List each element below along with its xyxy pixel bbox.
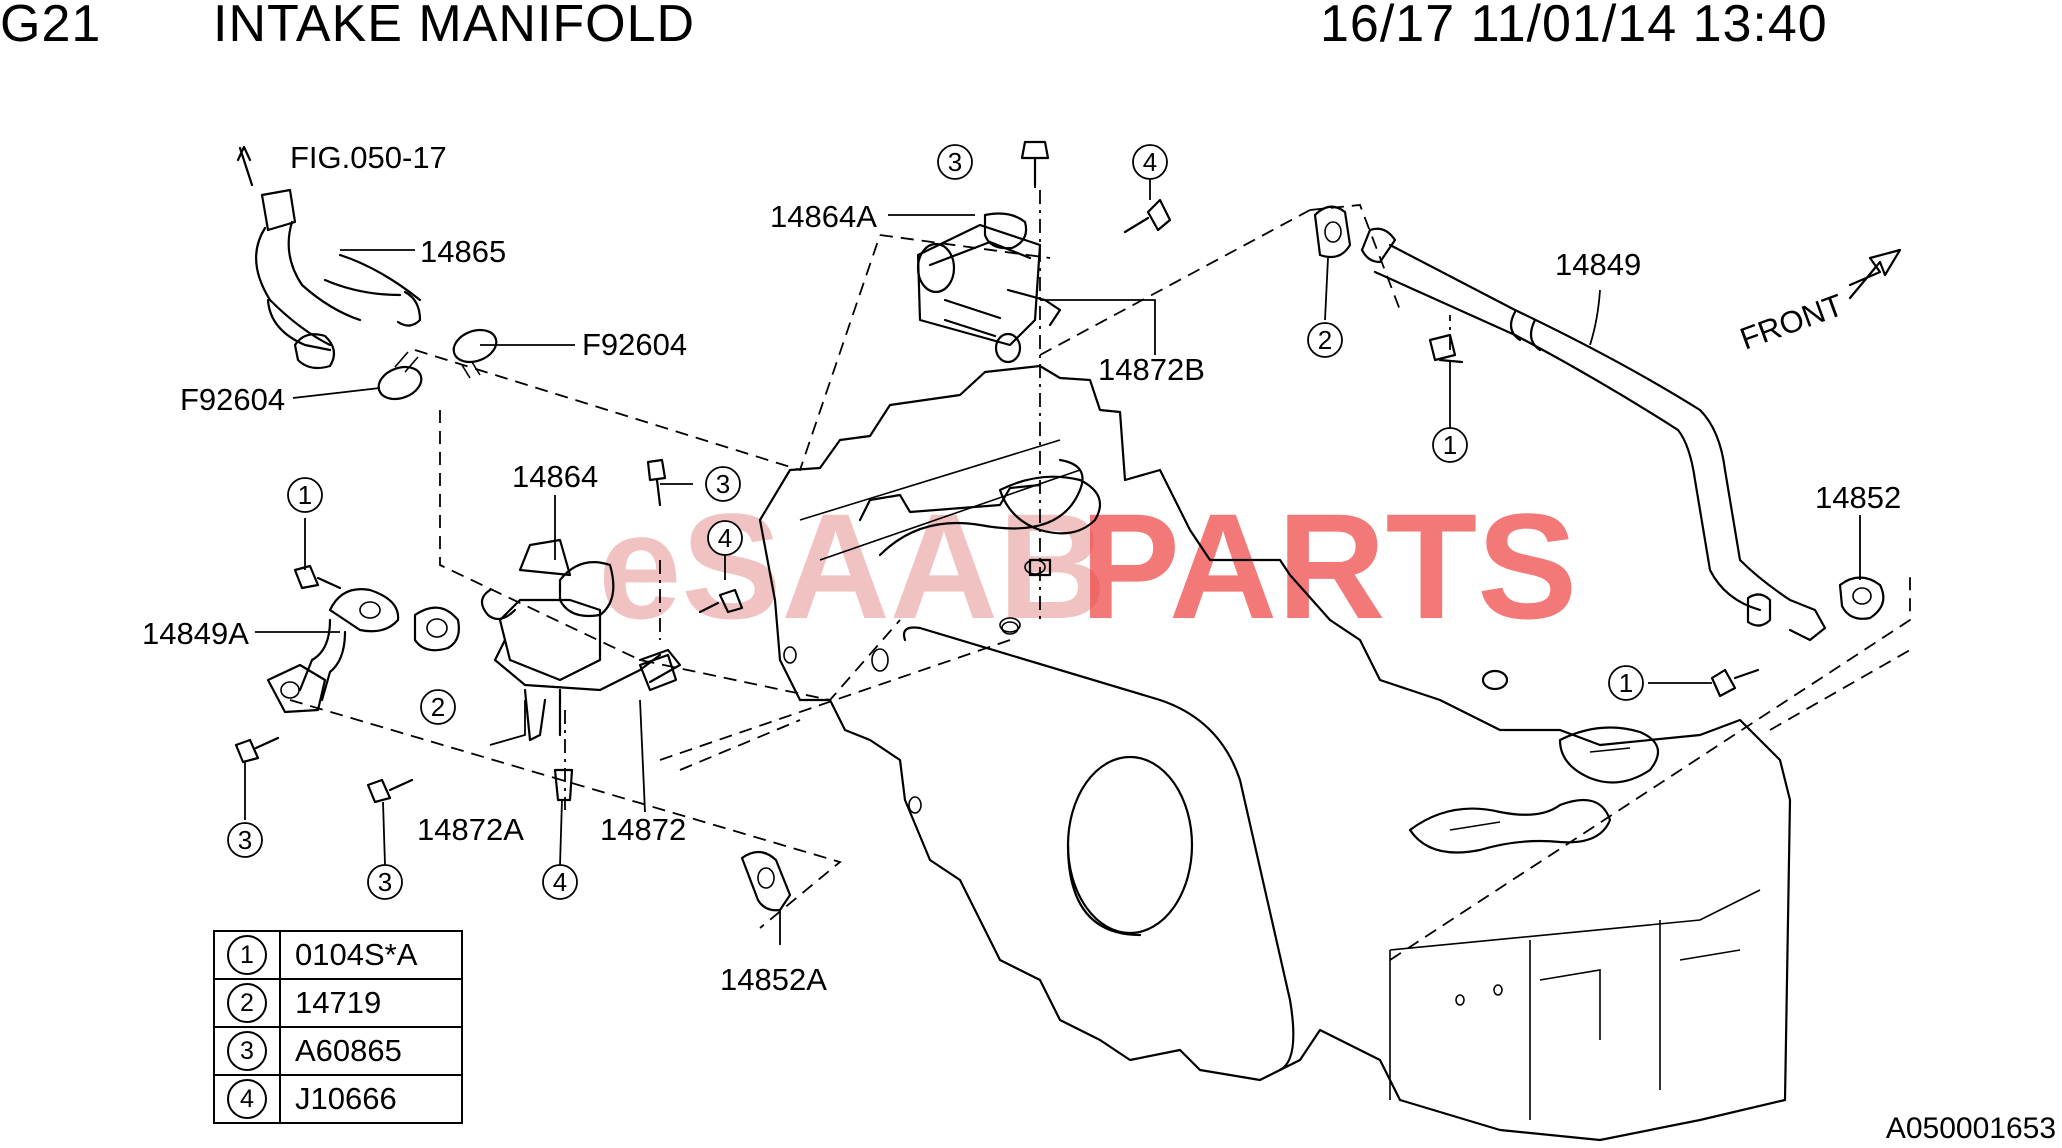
fastener-legend-table: 1 0104S*A 2 14719 3 A60865 4 J10666: [213, 930, 463, 1124]
callout-4-mid: 4: [707, 520, 743, 556]
callout-4-top: 4: [1132, 144, 1168, 180]
callout-3-lower-left: 3: [227, 822, 263, 858]
legend-key: 4: [227, 1079, 267, 1119]
part-14865-hose: [236, 145, 422, 370]
legend-row: 3 A60865: [213, 1026, 463, 1076]
callout-3-lower: 3: [367, 864, 403, 900]
svg-text:1: 1: [1443, 430, 1457, 460]
legend-part-number: 0104S*A: [279, 930, 463, 980]
svg-text:4: 4: [553, 867, 567, 897]
callout-2-left: 2: [420, 689, 456, 725]
label-14852: 14852: [1815, 480, 1901, 515]
svg-text:4: 4: [1143, 147, 1157, 177]
svg-text:3: 3: [378, 867, 392, 897]
assembly-guide-lines: [289, 190, 1911, 961]
callout-1-upper: 1: [1432, 427, 1468, 463]
part-14872-bracket: [638, 653, 678, 692]
legend-part-number: J10666: [279, 1074, 463, 1124]
watermark-esaab: eSAAB: [598, 482, 1106, 650]
legend-part-number: 14719: [279, 978, 463, 1028]
label-14849a: 14849A: [142, 616, 249, 651]
leader-lines: [244, 170, 1861, 945]
page-date: 16/17 11/01/14 13:40: [1320, 0, 1828, 53]
svg-text:4: 4: [718, 523, 732, 553]
svg-text:1: 1: [1619, 668, 1633, 698]
callout-1-left: 1: [287, 477, 323, 513]
legend-row: 1 0104S*A: [213, 930, 463, 980]
svg-text:3: 3: [716, 469, 730, 499]
label-14865: 14865: [420, 234, 506, 269]
drawing-code: A050001653: [1885, 1112, 2056, 1145]
front-label: FRONT: [1735, 287, 1847, 356]
label-14852a: 14852A: [720, 962, 827, 997]
part-14849a-pipe: [266, 588, 400, 714]
watermark-parts: PARTS: [1080, 482, 1577, 650]
legend-key: 2: [227, 983, 267, 1023]
callout-3-top: 3: [937, 144, 973, 180]
svg-text:3: 3: [948, 147, 962, 177]
label-14864: 14864: [512, 459, 598, 494]
label-14864a: 14864A: [770, 199, 877, 234]
part-labels: FIG.050-17 14865 F92604 F92604 14864A 14…: [142, 140, 1901, 997]
label-fig-050-17: FIG.050-17: [290, 140, 447, 175]
page-title: INTAKE MANIFOLD: [213, 0, 696, 53]
part-gasket-14719-upper: [1313, 205, 1352, 259]
callout-1-right: 1: [1608, 665, 1644, 701]
svg-text:2: 2: [431, 692, 445, 722]
part-f92604-clamps: [377, 328, 498, 401]
front-direction-arrow: FRONT: [1735, 248, 1902, 357]
label-14872: 14872: [600, 812, 686, 847]
part-14864a-valve: [916, 212, 1062, 364]
legend-row: 4 J10666: [213, 1074, 463, 1124]
legend-key: 3: [227, 1031, 267, 1071]
section-code: G21: [0, 0, 102, 53]
label-14872a: 14872A: [417, 812, 524, 847]
svg-text:3: 3: [238, 825, 252, 855]
legend-part-number: A60865: [279, 1026, 463, 1076]
part-14852a-gasket: [740, 850, 792, 912]
legend-key: 1: [227, 935, 267, 975]
label-f92604-left: F92604: [180, 382, 285, 417]
svg-text:1: 1: [298, 480, 312, 510]
part-gasket-14719-left: [413, 606, 460, 652]
part-14864-valve: [480, 538, 682, 742]
label-f92604-right: F92604: [582, 327, 687, 362]
part-14852-gasket: [1838, 576, 1885, 620]
part-14849-pipe: [1360, 227, 1827, 642]
label-14849: 14849: [1555, 247, 1641, 282]
label-14872b: 14872B: [1098, 352, 1205, 387]
engine-block-outline: [758, 364, 1792, 1142]
legend-row: 2 14719: [213, 978, 463, 1028]
callout-4-lower: 4: [542, 864, 578, 900]
svg-text:2: 2: [1318, 325, 1332, 355]
callout-3-mid: 3: [705, 466, 741, 502]
callout-2-upper: 2: [1307, 322, 1343, 358]
callout-markers: 3 4 2 1 1 3 4: [227, 144, 1644, 900]
